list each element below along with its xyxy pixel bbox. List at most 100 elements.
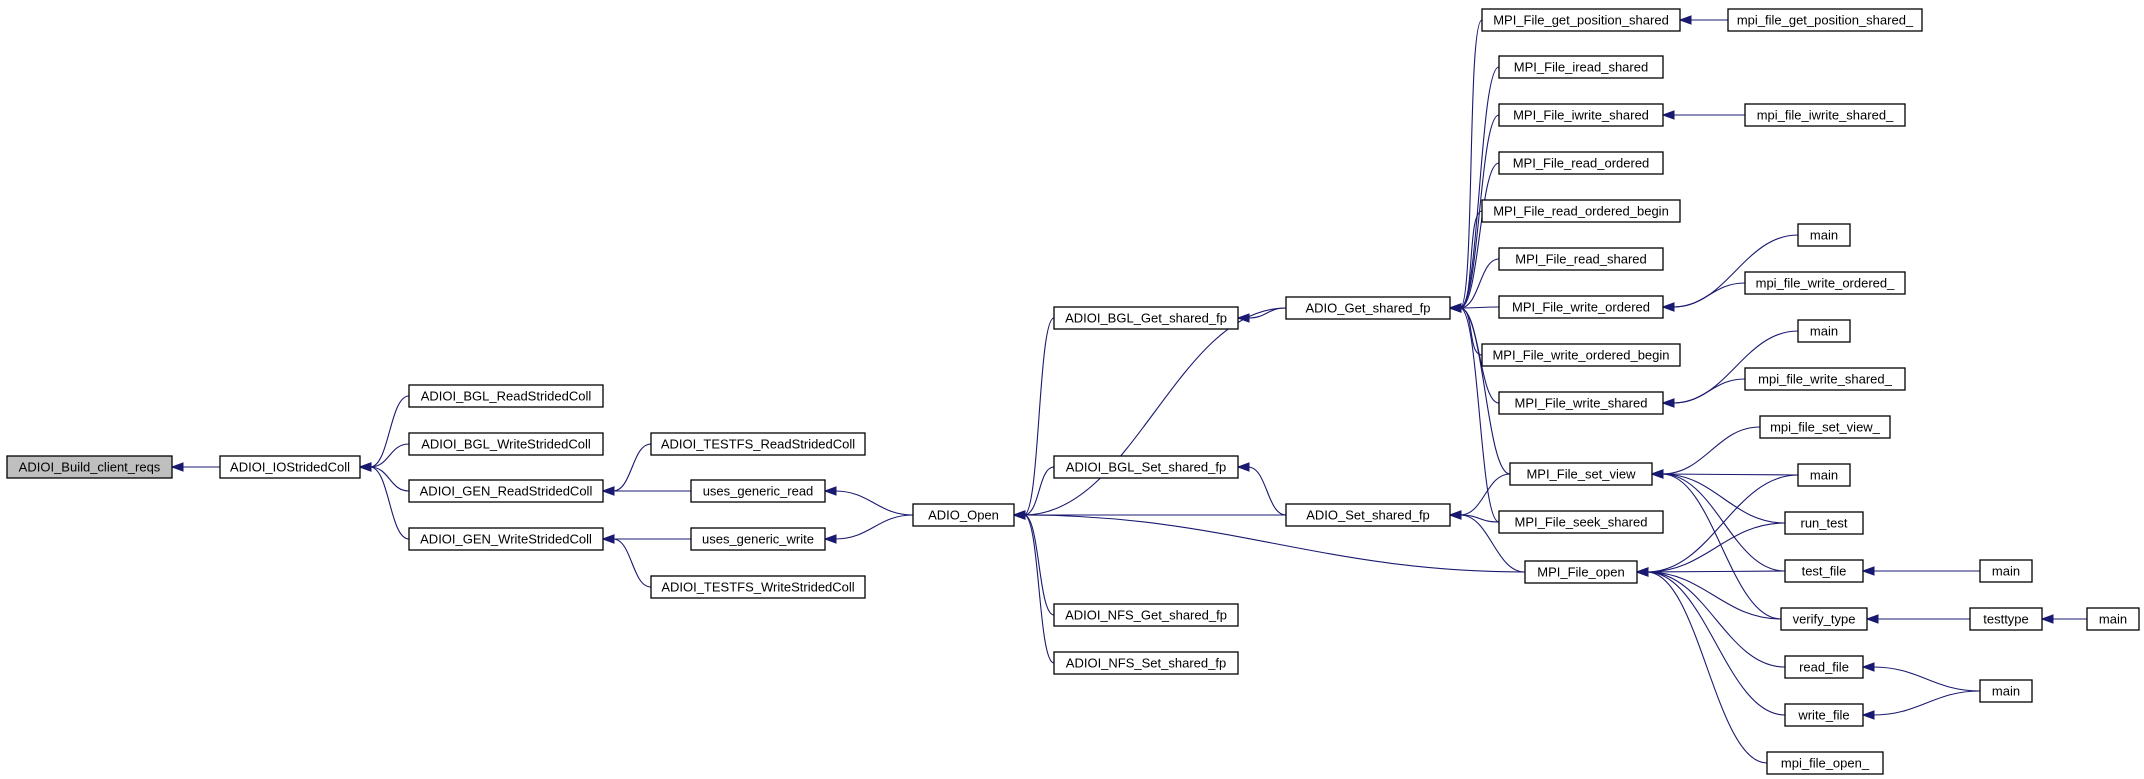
node-uses-generic-read[interactable]: uses_generic_read — [690, 479, 826, 503]
node-test-file[interactable]: test_file — [1784, 559, 1864, 583]
node-adioi-iostridedcoll[interactable]: ADIOI_IOStridedColl — [219, 455, 361, 479]
node-mpi-file-read-ordered[interactable]: MPI_File_read_ordered — [1498, 151, 1664, 175]
node-adioi-testfs-readstridedcoll[interactable]: ADIOI_TESTFS_ReadStridedColl — [650, 432, 866, 456]
edge-adioi-bgl-writestridedcoll-to-adioi-iostridedcoll — [369, 443, 410, 468]
edge-main-to-mpi-file-open — [1646, 474, 1799, 573]
node-mpi-file-set-view[interactable]: mpi_file_set_view_ — [1759, 415, 1891, 439]
node-adioi-bgl-writestridedcoll[interactable]: ADIOI_BGL_WriteStridedColl — [408, 432, 604, 456]
node-write-file[interactable]: write_file — [1784, 703, 1864, 727]
node-adioi-testfs-writestridedcoll[interactable]: ADIOI_TESTFS_WriteStridedColl — [650, 575, 866, 599]
node-label: mpi_file_write_shared_ — [1758, 371, 1892, 386]
node-mpi-file-read-ordered-begin[interactable]: MPI_File_read_ordered_begin — [1481, 199, 1681, 223]
node-box — [1727, 8, 1923, 32]
edge-verify-type-to-mpi-file-set-view — [1661, 473, 1782, 620]
node-box — [1744, 103, 1906, 127]
node-label: MPI_File_write_ordered_begin — [1492, 347, 1669, 362]
edge-adioi-bgl-get-shared-fp-to-adio-open — [1023, 317, 1055, 516]
node-mpi-file-write-ordered[interactable]: MPI_File_write_ordered — [1498, 295, 1664, 319]
node-box — [1797, 463, 1851, 487]
node-mpi-file-get-position-shared[interactable]: mpi_file_get_position_shared_ — [1727, 8, 1923, 32]
node-adioi-bgl-readstridedcoll[interactable]: ADIOI_BGL_ReadStridedColl — [408, 384, 604, 408]
node-adio-open[interactable]: ADIO_Open — [912, 503, 1015, 527]
edge-main-to-write-file — [1872, 690, 1981, 716]
node-label: ADIOI_NFS_Get_shared_fp — [1065, 607, 1227, 622]
node-box — [650, 432, 866, 456]
node-adioi-bgl-get-shared-fp[interactable]: ADIOI_BGL_Get_shared_fp — [1053, 306, 1239, 330]
node-adio-get-shared-fp[interactable]: ADIO_Get_shared_fp — [1285, 296, 1451, 320]
node-mpi-file-iread-shared[interactable]: MPI_File_iread_shared — [1498, 55, 1664, 79]
node-mpi-file-set-view[interactable]: MPI_File_set_view — [1509, 462, 1653, 486]
node-label: MPI_File_iread_shared — [1514, 59, 1648, 74]
node-label: ADIOI_Build_client_reqs — [19, 459, 161, 474]
edge-adioi-testfs-readstridedcoll-to-adioi-gen-readstridedcoll — [612, 443, 652, 492]
node-box — [1053, 651, 1239, 675]
node-run-test[interactable]: run_test — [1784, 511, 1864, 535]
node-main[interactable]: main — [1979, 559, 2033, 583]
edge-adio-get-shared-fp-to-adioi-bgl-get-shared-fp — [1247, 307, 1287, 319]
node-testtype[interactable]: testtype — [1969, 607, 2043, 631]
node-uses-generic-write[interactable]: uses_generic_write — [690, 527, 826, 551]
node-adioi-gen-writestridedcoll[interactable]: ADIOI_GEN_WriteStridedColl — [408, 527, 604, 551]
node-label: uses_generic_read — [703, 483, 814, 498]
node-mpi-file-seek-shared[interactable]: MPI_File_seek_shared — [1498, 510, 1664, 534]
node-mpi-file-get-position-shared[interactable]: MPI_File_get_position_shared — [1481, 8, 1681, 32]
node-mpi-file-iwrite-shared[interactable]: mpi_file_iwrite_shared_ — [1744, 103, 1906, 127]
edge-adio-open-to-uses-generic-read — [834, 490, 914, 516]
node-adioi-gen-readstridedcoll[interactable]: ADIOI_GEN_ReadStridedColl — [408, 479, 604, 503]
node-main[interactable]: main — [1979, 679, 2033, 703]
node-label: read_file — [1799, 659, 1849, 674]
edge-arrowhead — [1861, 566, 1875, 576]
edge-adioi-nfs-get-shared-fp-to-adio-open — [1023, 514, 1055, 616]
node-label: MPI_File_write_shared — [1515, 395, 1648, 410]
edge-mpi-file-write-shared-to-mpi-file-write-shared — [1672, 378, 1746, 404]
edge-arrowhead — [1661, 110, 1675, 120]
node-adioi-bgl-set-shared-fp[interactable]: ADIOI_BGL_Set_shared_fp — [1053, 455, 1239, 479]
node-box — [1744, 271, 1906, 295]
node-main[interactable]: main — [1797, 319, 1851, 343]
node-box — [1784, 655, 1864, 679]
edge-arrowhead — [1650, 469, 1664, 479]
node-mpi-file-write-ordered-begin[interactable]: MPI_File_write_ordered_begin — [1481, 343, 1681, 367]
node-box — [1498, 55, 1664, 79]
node-box — [1784, 703, 1864, 727]
node-box — [1285, 296, 1451, 320]
edge-adioi-testfs-writestridedcoll-to-adioi-gen-writestridedcoll — [612, 538, 652, 588]
edge-main-to-mpi-file-set-view — [1661, 473, 1799, 476]
node-mpi-file-read-shared[interactable]: MPI_File_read_shared — [1498, 247, 1664, 271]
node-box — [1498, 295, 1664, 319]
edge-write-file-to-mpi-file-open — [1646, 571, 1786, 716]
edge-adioi-gen-readstridedcoll-to-adioi-iostridedcoll — [369, 466, 410, 492]
node-main[interactable]: main — [1797, 463, 1851, 487]
node-mpi-file-open[interactable]: MPI_File_open — [1524, 560, 1638, 584]
node-box — [1481, 8, 1681, 32]
node-mpi-file-write-shared[interactable]: MPI_File_write_shared — [1498, 391, 1664, 415]
node-main[interactable]: main — [2086, 607, 2140, 631]
edge-mpi-file-set-view-to-adio-get-shared-fp — [1459, 307, 1511, 475]
node-box — [1759, 415, 1891, 439]
node-verify-type[interactable]: verify_type — [1780, 607, 1868, 631]
node-mpi-file-write-ordered[interactable]: mpi_file_write_ordered_ — [1744, 271, 1906, 295]
edge-arrowhead — [2040, 614, 2054, 624]
node-box — [1498, 510, 1664, 534]
node-box — [1498, 151, 1664, 175]
node-adioi-nfs-get-shared-fp[interactable]: ADIOI_NFS_Get_shared_fp — [1053, 603, 1239, 627]
node-main[interactable]: main — [1797, 223, 1851, 247]
node-read-file[interactable]: read_file — [1784, 655, 1864, 679]
node-adioi-nfs-set-shared-fp[interactable]: ADIOI_NFS_Set_shared_fp — [1053, 651, 1239, 675]
node-label: ADIOI_TESTFS_WriteStridedColl — [661, 579, 854, 594]
node-label: ADIO_Set_shared_fp — [1306, 507, 1430, 522]
edge-arrowhead — [358, 462, 372, 472]
node-box — [408, 432, 604, 456]
node-box — [1481, 343, 1681, 367]
edge-main-to-mpi-file-write-shared — [1672, 330, 1799, 404]
edge-verify-type-to-mpi-file-open — [1646, 571, 1782, 620]
node-mpi-file-write-shared[interactable]: mpi_file_write_shared_ — [1744, 367, 1906, 391]
node-box — [690, 479, 826, 503]
node-box — [1053, 306, 1239, 330]
node-mpi-file-iwrite-shared[interactable]: MPI_File_iwrite_shared — [1498, 103, 1664, 127]
node-adio-set-shared-fp[interactable]: ADIO_Set_shared_fp — [1285, 503, 1451, 527]
edge-arrowhead — [1861, 710, 1875, 720]
edge-mpi-file-read-shared-to-adio-get-shared-fp — [1459, 258, 1500, 309]
edge-arrowhead — [1448, 303, 1462, 313]
node-mpi-file-open[interactable]: mpi_file_open_ — [1766, 751, 1884, 775]
